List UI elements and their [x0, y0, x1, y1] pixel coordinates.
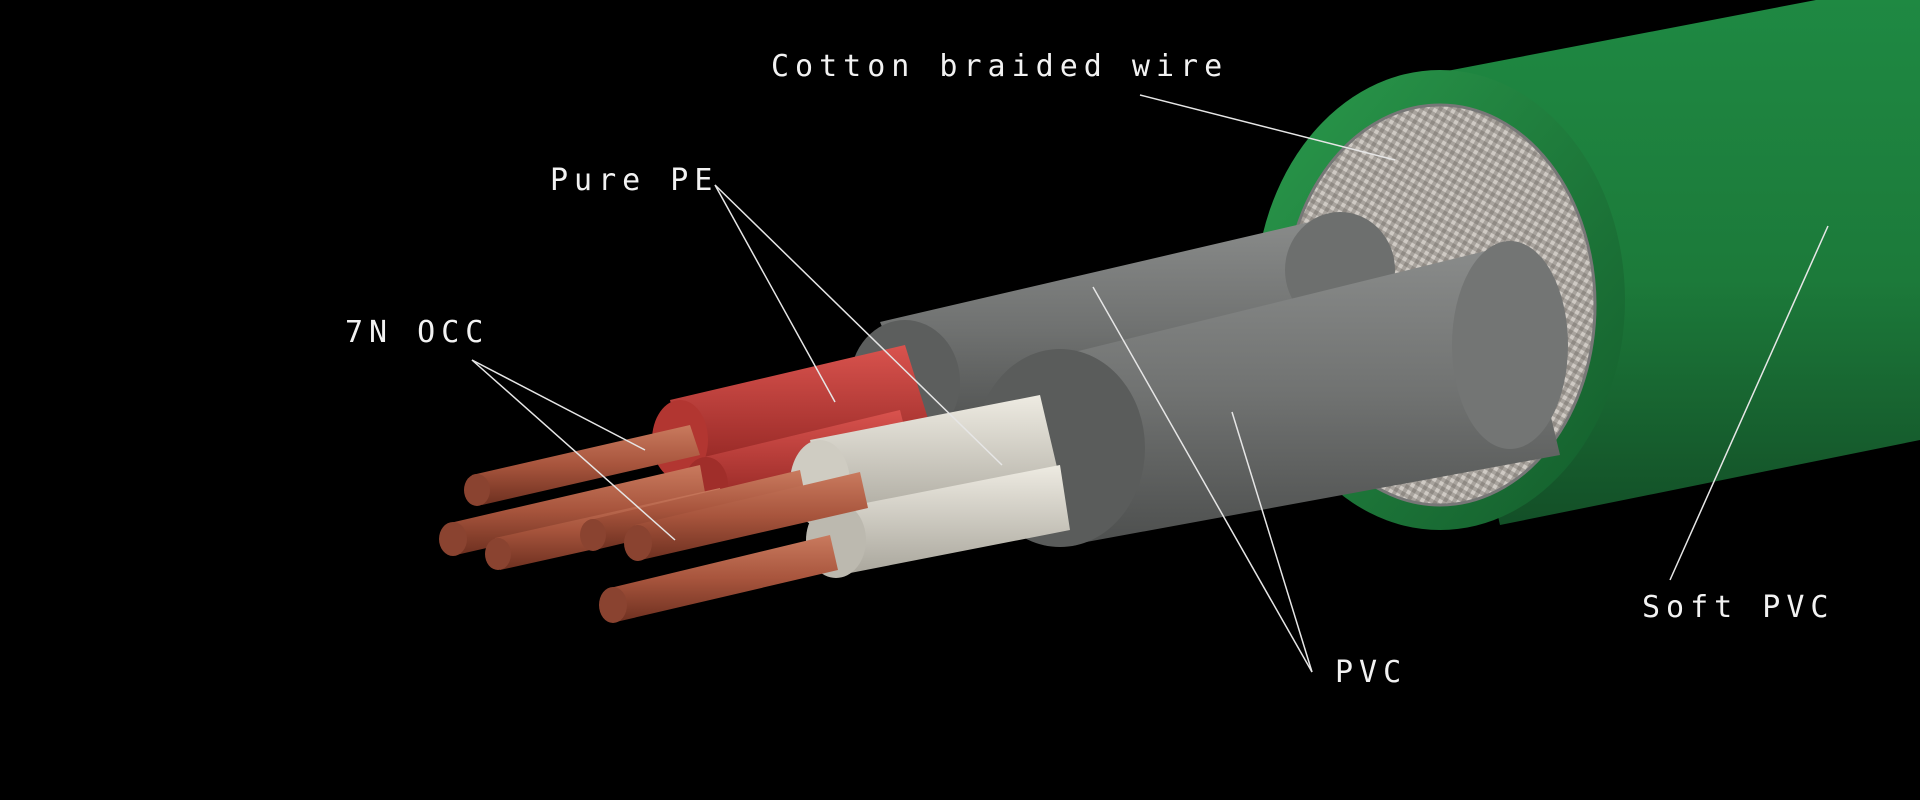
- label-pvc: PVC: [1335, 655, 1408, 690]
- label-pure-pe: Pure PE: [550, 163, 719, 198]
- leader-lines: [471, 94, 1829, 673]
- label-soft-pvc: Soft PVC: [1642, 590, 1835, 625]
- label-cotton-braided-wire: Cotton braided wire: [771, 49, 1229, 84]
- label-conductor: 7N OCC: [345, 315, 490, 350]
- copper-conductors: [439, 425, 868, 623]
